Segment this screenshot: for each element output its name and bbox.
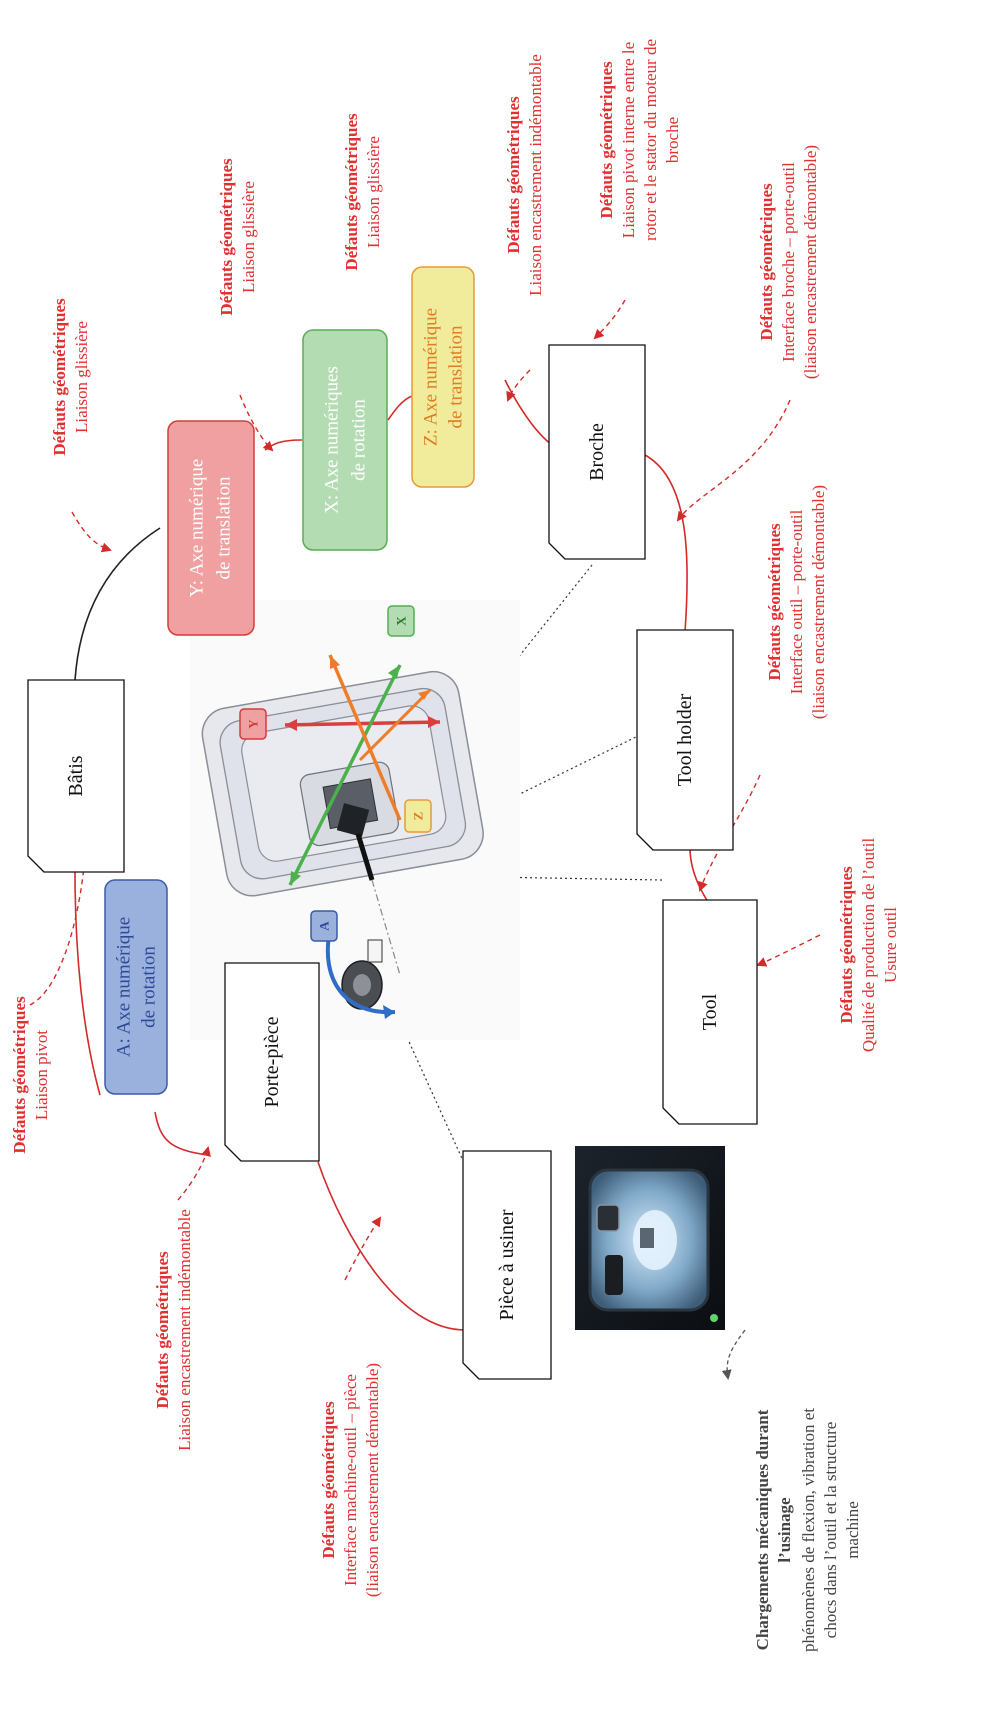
link-tool-holder-tool [689,847,711,906]
defect-text: Liaison glissière [364,136,383,248]
defect-text-line1: Interface broche – porte-outil [779,162,798,362]
defect-note-pivot: Défauts géométriques Liaison pivot [10,996,51,1154]
axis-a-box: A: Axe numérique de rotation [104,879,168,1095]
defect-title: Défauts géométriques [10,996,29,1154]
defect-text: Liaison glissière [72,321,91,433]
defect-title: Défauts géométriques [597,61,616,219]
link-axis-y-axis-x [264,439,303,451]
node-batis: Bâtis [27,679,125,873]
defect-text: Liaison glissière [239,181,258,293]
defect-text-line2: (liaison encastrement démontable) [363,1363,382,1597]
node-broche-label: Broche [586,423,608,481]
axis-y-line2: de translation [214,476,235,579]
defect-title: Défauts géométriques [342,113,361,271]
node-tool-holder: Tool holder [636,629,734,851]
machine-label-y-text: Y [246,719,261,729]
defect-text-line2: rotor et le stator du moteur de [641,39,660,241]
loads-body-line1: phénomènes de flexion, vibration et [799,1408,818,1652]
axis-y-line1: Y: Axe numérique [187,459,208,598]
link-porte-piece-piece [317,1161,466,1331]
defect-note-glissiere-x: Défauts géométriques Liaison glissière [217,158,258,316]
machine-label-y: Y [239,708,267,740]
defect-note-outil-porte-outil: Défauts géométriques Interface outil – p… [765,485,828,719]
defect-text-line1: Interface machine-outil – pièce [341,1374,360,1586]
connection-lines [74,379,711,1331]
defect-note-glissiere-y: Défauts géométriques Liaison glissière [50,298,91,456]
defect-title: Défauts géométriques [765,523,784,681]
machine-housing [201,670,484,897]
loads-note: Chargements mécaniques durant l’usinage … [753,1408,862,1652]
loads-arrow [721,1329,746,1380]
loads-title-line1: Chargements mécaniques durant [753,1409,772,1650]
node-broche: Broche [548,344,646,560]
node-porte-piece: Porte-pièce [224,962,320,1162]
defect-text-line3: broche [663,117,682,163]
defect-title: Défauts géométriques [757,183,776,341]
link-axis-x-axis-z [387,395,413,421]
defect-title: Défauts géométriques [153,1251,172,1409]
defect-text-line2: (liaison encastrement démontable) [801,145,820,379]
machine-label-z: Z [404,799,432,833]
defect-text: Liaison pivot [32,1030,51,1120]
defect-title: Défauts géométriques [50,298,69,456]
axis-x-line1: X: Axe numériques [322,366,343,514]
defect-text-line1: Qualité de production de l’outil [859,838,878,1053]
machining-photo [575,1146,725,1330]
node-piece: Pièce à usiner [462,1150,552,1380]
machine-label-x-text: X [394,616,409,626]
defect-note-production-outil: Défauts géométriques Qualité de producti… [837,838,900,1053]
defect-title: Défauts géométriques [319,1401,338,1559]
node-porte-piece-label: Porte-pièce [261,1016,283,1107]
node-tool-holder-label: Tool holder [674,693,696,786]
axis-z-line1: Z: Axe numérique [421,308,442,446]
axis-z-box: Z: Axe numérique de translation [411,266,475,488]
link-broche-tool-holder [644,454,688,633]
defect-note-pivot-interne: Défauts géométriques Liaison pivot inter… [597,39,682,241]
defect-note-broche-porte-outil: Défauts géométriques Interface broche – … [757,145,820,379]
axis-a-line2: de rotation [139,946,160,1028]
defect-note-encastrement-porte-piece: Défauts géométriques Liaison encastremen… [153,1209,194,1451]
defect-text-line1: Liaison pivot interne entre le [619,42,638,238]
defect-note-encastrement-broche: Défauts géométriques Liaison encastremen… [504,54,545,296]
loads-title-line2: l’usinage [775,1497,794,1563]
defect-note-machine-piece: Défauts géométriques Interface machine-o… [319,1363,382,1597]
axis-x-box: X: Axe numériques de rotation [302,329,388,551]
axis-z-line2: de translation [446,325,467,428]
defect-note-glissiere-z: Défauts géométriques Liaison glissière [342,113,383,271]
defect-title: Défauts géométriques [217,158,236,316]
defect-title: Défauts géométriques [837,866,856,1024]
node-tool: Tool [662,899,758,1125]
defect-text: Liaison encastrement indémontable [526,54,545,296]
node-batis-label: Bâtis [65,755,87,796]
defect-text: Liaison encastrement indémontable [175,1209,194,1451]
axis-a-line1: A: Axe numérique [114,917,135,1057]
link-batis-axis-y [74,527,161,681]
machine-label-z-text: Z [411,811,426,820]
defect-text-line2: (liaison encastrement démontable) [809,485,828,719]
axis-y-box: Y: Axe numérique de translation [167,420,255,636]
machine-label-a: A [310,910,338,942]
machine-label-a-text: A [317,921,332,931]
defect-text-line2: Usure outil [881,907,900,983]
node-tool-label: Tool [699,993,721,1030]
link-axis-a-porte-piece [154,1111,209,1156]
loads-body-line3: machine [843,1501,862,1559]
link-batis-axis-a [74,871,101,1096]
machine-label-x: X [387,605,415,637]
defect-title: Défauts géométriques [504,96,523,254]
loads-body-line2: chocs dans l’outil et la structure [821,1422,840,1639]
defect-text-line1: Interface outil – porte-outil [787,509,806,694]
axis-x-line2: de rotation [349,399,370,481]
node-piece-label: Pièce à usiner [496,1209,518,1320]
